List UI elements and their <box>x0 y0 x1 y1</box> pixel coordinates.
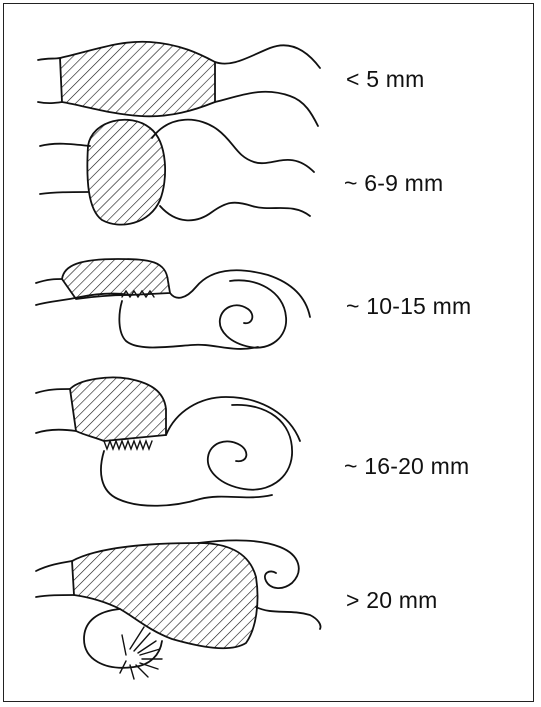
stage-3-label: ~ 10-15 mm <box>346 293 471 320</box>
stage-5-left-contour <box>36 561 74 597</box>
stage-5: > 20 mm <box>0 525 541 675</box>
stage-2-illustration <box>0 120 340 250</box>
stage-2-label: ~ 6-9 mm <box>344 170 443 197</box>
stage-1-illustration <box>0 30 340 130</box>
stage-4: ~ 16-20 mm <box>0 375 541 525</box>
stage-1-label: < 5 mm <box>346 66 425 93</box>
stage-4-left-contour <box>36 389 76 433</box>
stage-3-shaded-region <box>62 259 170 299</box>
stage-5-label: > 20 mm <box>346 587 438 614</box>
stage-3: ~ 10-15 mm <box>0 255 541 365</box>
stage-1: < 5 mm <box>0 30 541 130</box>
stage-2-loop-contour <box>152 120 314 221</box>
stage-2-left-contour <box>40 144 90 194</box>
stage-4-shaded-region <box>70 377 166 441</box>
stage-4-illustration <box>0 375 340 525</box>
stage-5-illustration <box>0 525 340 675</box>
stage-3-illustration <box>0 255 340 365</box>
stage-2: ~ 6-9 mm <box>0 120 541 250</box>
stage-4-label: ~ 16-20 mm <box>344 453 469 480</box>
stage-4-folded-edge <box>104 441 152 449</box>
stage-1-shaded-region <box>60 42 215 117</box>
stage-5-folded-ridges <box>120 627 162 679</box>
stage-5-shaded-region <box>72 543 258 648</box>
